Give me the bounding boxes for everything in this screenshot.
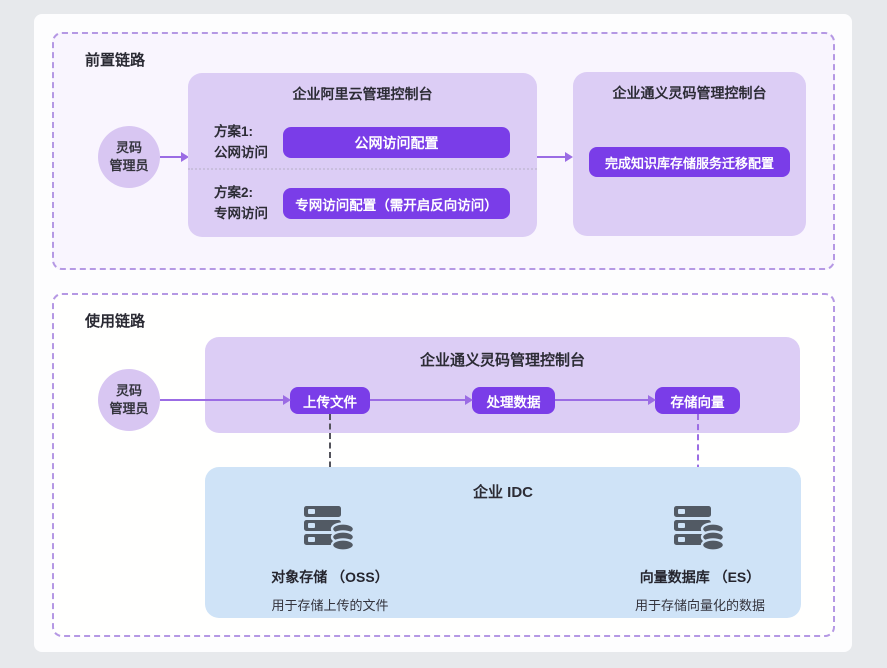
- idc-box: 企业 IDC 对象存储 （OS: [205, 467, 801, 618]
- actor-line2: 管理员: [109, 401, 149, 416]
- lingma-console-box-use: 企业通义灵码管理控制台 上传文件 处理数据 存储向量: [205, 337, 800, 433]
- arrow-actor-to-aliyun: [160, 156, 182, 158]
- storage-server-icon: [303, 505, 357, 558]
- actor-lingma-admin-use: 灵码 管理员: [98, 369, 160, 431]
- arrowhead-aliyun-to-lingma: [565, 152, 573, 162]
- lingma-console-title-use: 企业通义灵码管理控制台: [419, 352, 585, 369]
- migration-config-button[interactable]: 完成知识库存储服务迁移配置: [589, 147, 790, 177]
- lingma-console-box-pre: 企业通义灵码管理控制台 完成知识库存储服务迁移配置: [573, 72, 806, 236]
- oss-desc: 用于存储上传的文件: [271, 598, 389, 613]
- private-access-config-button[interactable]: 专网访问配置（需开启反向访问）: [283, 188, 510, 219]
- plan1-line1: 方案1:: [214, 124, 254, 139]
- plan2-line1: 方案2:: [214, 185, 254, 200]
- es-name: 向量数据库 （ES）: [639, 569, 761, 585]
- plan2-label: 方案2: 专网访问: [214, 182, 268, 224]
- plan1-line2: 公网访问: [214, 145, 268, 160]
- oss-name: 对象存储 （OSS）: [271, 569, 389, 585]
- plan2-line2: 专网访问: [214, 206, 268, 221]
- actor-lingma-admin-pre: 灵码 管理员: [98, 126, 160, 188]
- arrowhead-upload-to-process: [465, 395, 473, 405]
- lingma-console-title-pre: 企业通义灵码管理控制台: [612, 85, 767, 101]
- public-access-config-button[interactable]: 公网访问配置: [283, 127, 510, 158]
- idc-title: 企业 IDC: [472, 484, 533, 501]
- actor-line1: 灵码: [115, 140, 142, 155]
- actor-line1: 灵码: [115, 383, 142, 398]
- dashed-arrow-store-to-es: [697, 414, 699, 501]
- aliyun-console-box: 企业阿里云管理控制台 方案1: 公网访问 公网访问配置 方案2: 专网访问 专网…: [188, 73, 537, 237]
- arrow-actor-to-upload: [160, 399, 284, 401]
- es-desc: 用于存储向量化的数据: [634, 598, 765, 613]
- arrow-process-to-store: [555, 399, 649, 401]
- dashed-arrow-upload-to-oss: [329, 414, 331, 496]
- es-node: 向量数据库 （ES） 用于存储向量化的数据: [590, 505, 810, 614]
- arrowhead-actor-to-aliyun: [181, 152, 189, 162]
- arrow-aliyun-to-lingma: [537, 156, 566, 158]
- process-data-button[interactable]: 处理数据: [472, 387, 555, 414]
- vector-db-server-icon: [673, 505, 727, 558]
- section-use-label: 使用链路: [85, 313, 146, 330]
- oss-node: 对象存储 （OSS） 用于存储上传的文件: [220, 505, 440, 614]
- store-vector-button[interactable]: 存储向量: [655, 387, 740, 414]
- plan-divider: [188, 168, 537, 170]
- arrowhead-actor-to-upload: [283, 395, 291, 405]
- upload-file-button[interactable]: 上传文件: [290, 387, 370, 414]
- section-pre-label: 前置链路: [85, 52, 146, 69]
- aliyun-console-title: 企业阿里云管理控制台: [292, 86, 433, 102]
- arrowhead-process-to-store: [648, 395, 656, 405]
- plan1-label: 方案1: 公网访问: [214, 121, 268, 163]
- arrow-upload-to-process: [370, 399, 466, 401]
- actor-line2: 管理员: [109, 158, 149, 173]
